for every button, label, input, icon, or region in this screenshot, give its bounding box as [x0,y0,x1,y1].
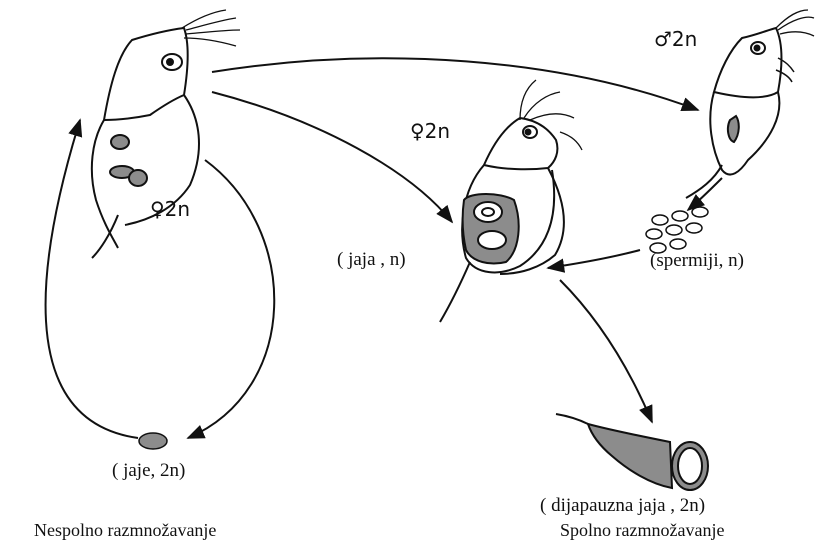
arrow-female-to-egg [188,160,274,438]
sperm-cluster [646,207,708,253]
asexual-caption: Nespolno razmnožavanje [34,520,216,540]
sexual-female-daphnia [440,80,582,322]
sperm-label: (spermiji, n) [650,250,744,271]
arrow-female-to-sexual-female [212,92,452,222]
arrow-to-diapause-eggs [560,280,652,422]
male-label: ♂2n [654,27,697,51]
sexual-eggs-label: ( jaja , n) [337,249,406,270]
arrow-sperm-to-sexual-female [548,250,640,268]
male-daphnia [686,10,814,198]
sexual-caption: Spolno razmnožavanje [560,520,724,540]
arrow-female-to-male [212,58,698,110]
asexual-egg-label: ( jaje, 2n) [112,460,185,481]
asexual-egg-shape [139,433,167,449]
sexual-female-label: ♀2n [410,119,450,143]
diapause-egg-shape [556,414,708,490]
asexual-female-label: ♀2n [150,197,190,221]
diapause-eggs-label: ( dijapauzna jaja , 2n) [540,495,705,516]
